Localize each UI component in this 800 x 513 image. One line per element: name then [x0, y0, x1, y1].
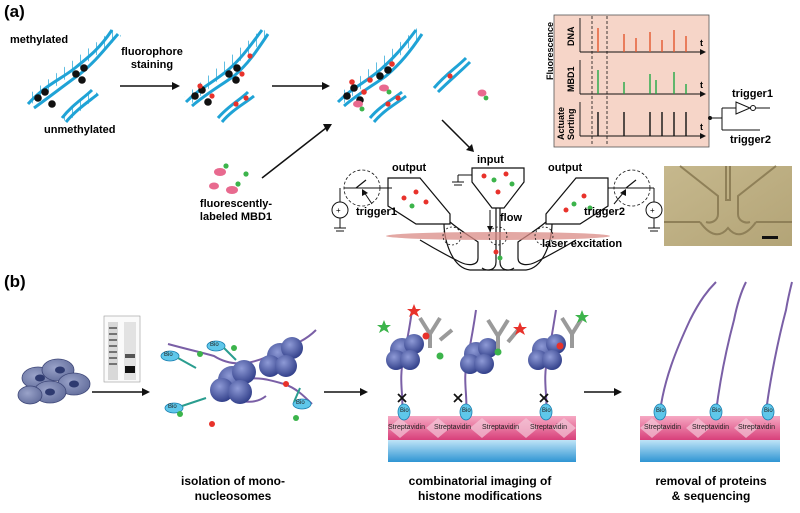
streptavidin-label-6: Streptavidin [692, 424, 729, 431]
arrow-to-device [441, 119, 471, 149]
chart-row-dna: DNA [566, 26, 576, 47]
bio-label-2: Bio [210, 342, 219, 348]
output-left-label: output [392, 162, 427, 174]
cells-icon [17, 358, 91, 405]
streptavidin-label-3: Streptavidin [482, 424, 519, 431]
bound-nucleosomes [377, 304, 589, 421]
bio-label-4: Bio [296, 400, 305, 406]
unmethylated-dna-icon [60, 88, 99, 124]
chart-t-label-1: t [700, 38, 703, 48]
stained-dna-icon [184, 28, 270, 123]
trigger2-device-label: trigger2 [584, 206, 625, 218]
step2-line-2: histone modifications [417, 489, 542, 503]
chart-fluorescence-axis: Fluorescence [545, 21, 555, 80]
laser-label: laser excitation [542, 238, 623, 250]
chart-row-mbd1: MBD1 [566, 66, 576, 92]
trigger1-output-label: trigger1 [732, 88, 773, 100]
unmethylated-label: unmethylated [44, 124, 116, 136]
gel-image [103, 315, 141, 383]
mbd1-line-2: labeled MBD1 [199, 211, 273, 223]
mbd1-line-1: fluorescently- [199, 198, 273, 210]
fluorescence-chart [553, 14, 770, 148]
panel-a-label: (a) [4, 2, 25, 21]
mbd1-label: fluorescently- labeled MBD1 [196, 198, 276, 224]
trigger2-output-label: trigger2 [730, 134, 771, 146]
step3-line-2: & sequencing [671, 489, 751, 503]
imaging-surface [388, 416, 576, 462]
step2-line-1: combinatorial imaging of [408, 474, 552, 488]
bio-label-3: Bio [168, 404, 177, 410]
streptavidin-label-1: Streptavidin [388, 424, 425, 431]
bio-label-10: Bio [764, 408, 773, 414]
chip-photo [664, 165, 792, 246]
chart-t-label-2: t [700, 80, 703, 90]
streptavidin-label-4: Streptavidin [530, 424, 567, 431]
chart-t-label-3: t [700, 122, 703, 132]
svg-text:+: + [336, 206, 341, 215]
step2-caption: combinatorial imaging of histone modific… [380, 474, 580, 504]
nucleosome-icon [160, 329, 317, 427]
methylated-dna-icon [26, 28, 122, 110]
output-right-label: output [548, 162, 583, 174]
mbd1-probe-icon [209, 163, 249, 194]
streptavidin-label-5: Streptavidin [644, 424, 681, 431]
bio-label-6: Bio [462, 408, 471, 414]
chart-row-sorting: Actuate Sorting [556, 107, 576, 140]
bio-label-7: Bio [542, 408, 551, 414]
panel-b-label: (b) [4, 272, 26, 291]
mbd1-bound-dna-icon [336, 28, 489, 123]
bio-label-9: Bio [712, 408, 721, 414]
sorting-line-2: Sorting [566, 108, 576, 141]
sorting-line-1: Actuate [556, 106, 566, 140]
staining-label: fluorophore staining [112, 46, 192, 72]
bio-label-8: Bio [656, 408, 665, 414]
svg-text:+: + [650, 206, 655, 215]
staining-line-2: staining [130, 59, 174, 71]
sequencing-surface [640, 281, 793, 462]
staining-line-1: fluorophore [121, 46, 183, 58]
step1-line-2: nucleosomes [194, 489, 272, 503]
step1-line-1: isolation of mono- [181, 474, 285, 488]
input-label: input [477, 154, 504, 166]
streptavidin-label-2: Streptavidin [434, 424, 471, 431]
bio-label-5: Bio [400, 408, 409, 414]
microfluidic-device: + + [331, 167, 663, 271]
streptavidin-label-7: Streptavidin [738, 424, 775, 431]
bio-label-1: Bio [164, 352, 173, 358]
arrow-mbd1 [261, 127, 327, 179]
step1-caption: isolation of mono- nucleosomes [158, 474, 308, 504]
methylated-label: methylated [10, 34, 69, 46]
flow-label: flow [500, 212, 522, 224]
step3-line-1: removal of proteins [655, 474, 767, 488]
step3-caption: removal of proteins & sequencing [636, 474, 786, 504]
trigger1-device-label: trigger1 [356, 206, 397, 218]
